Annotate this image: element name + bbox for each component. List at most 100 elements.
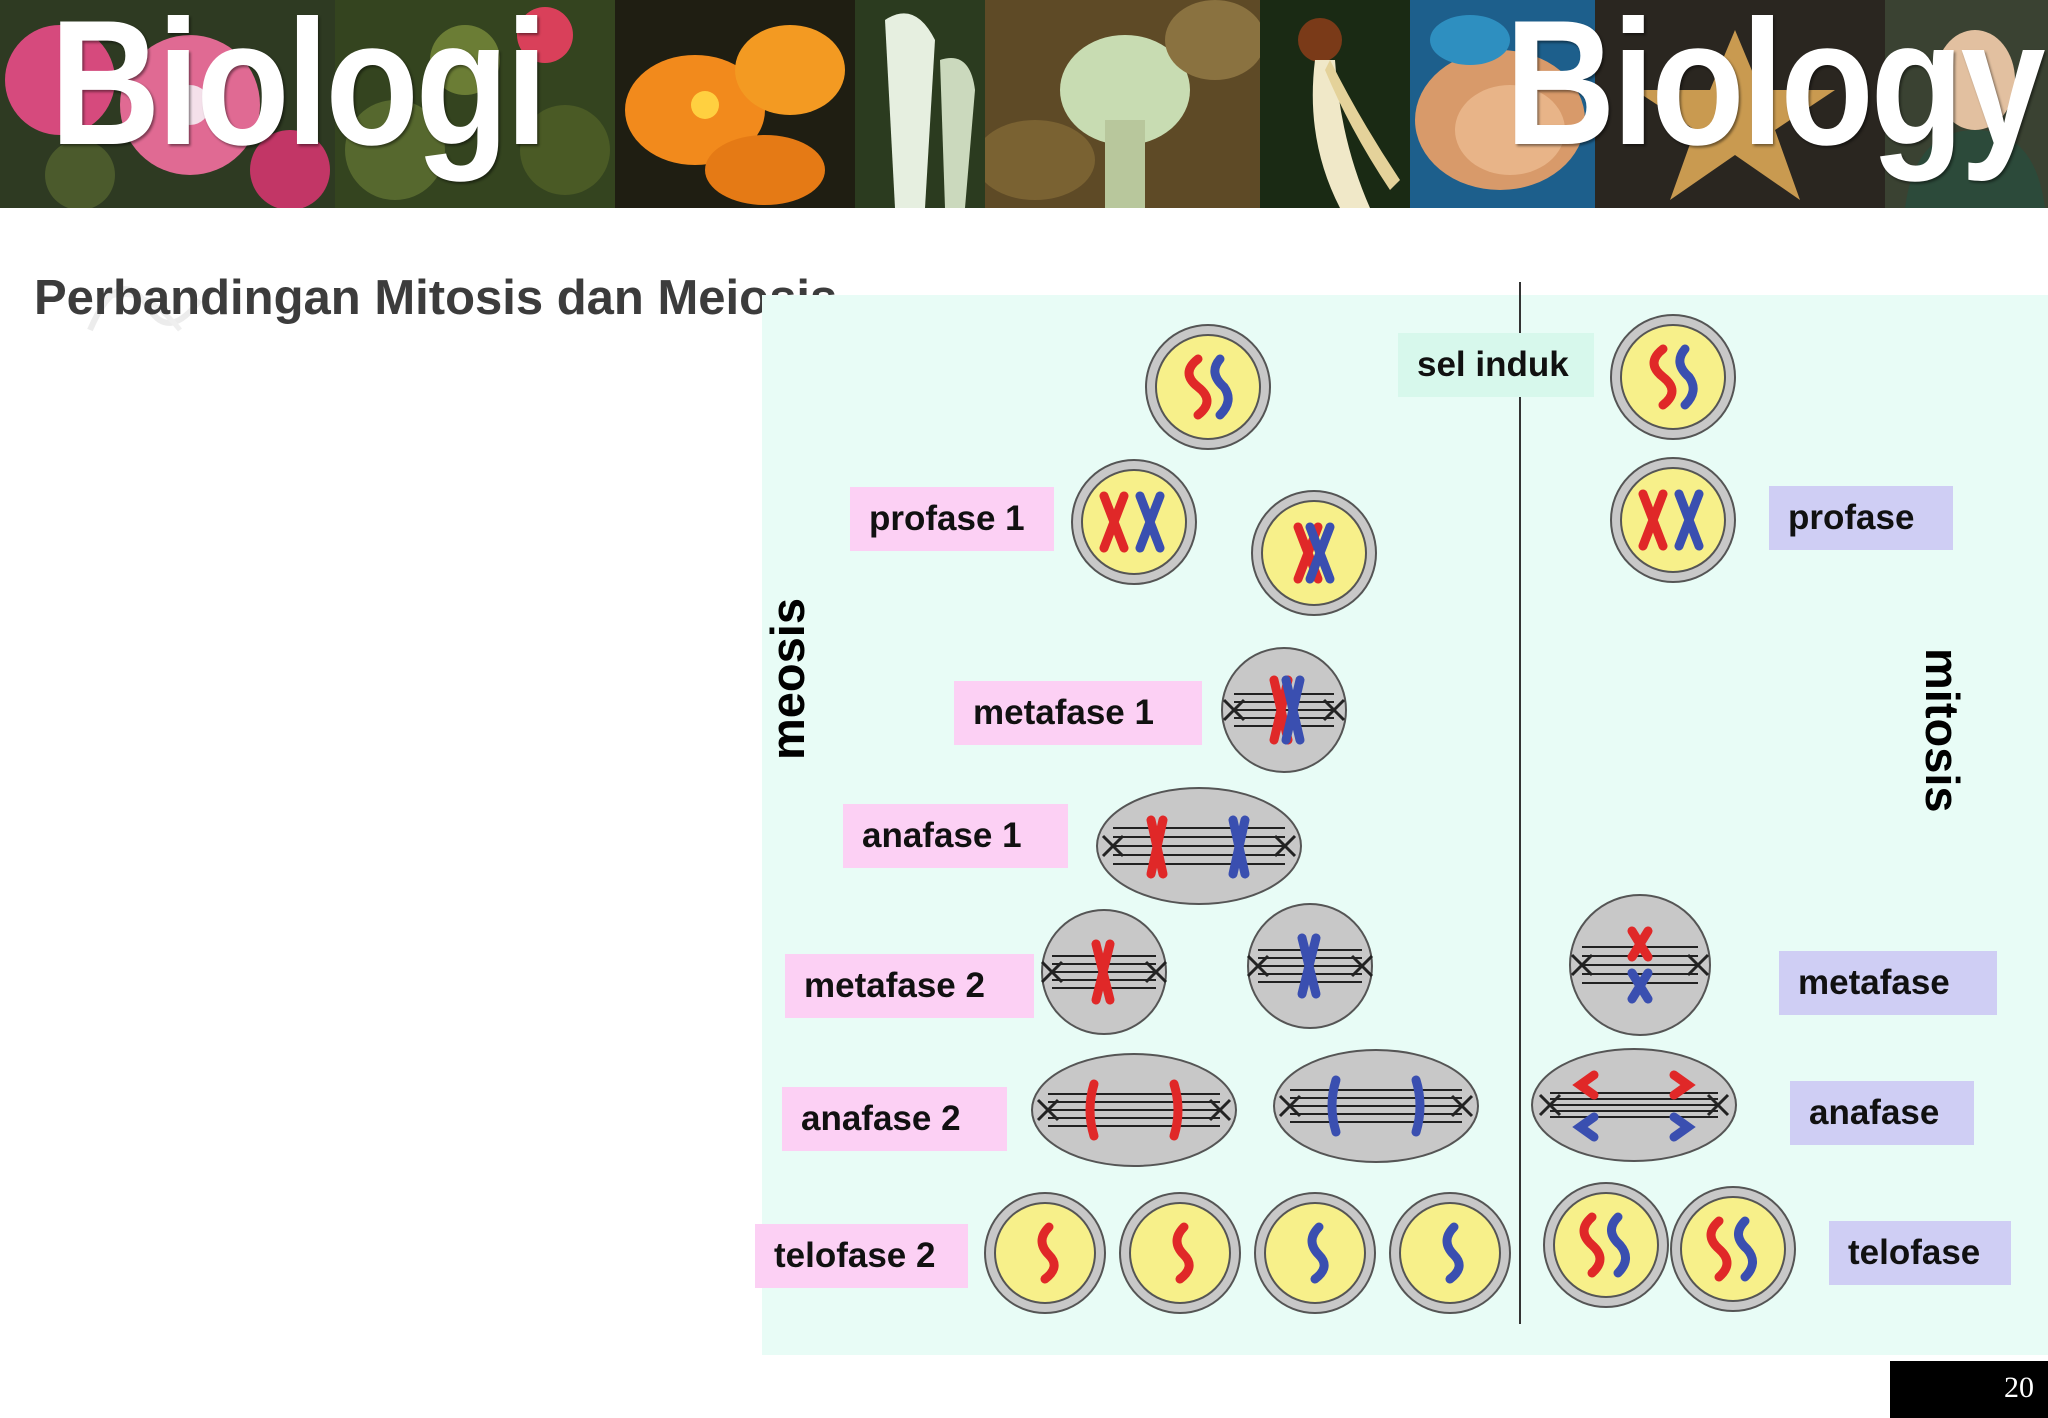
nucleus (1155, 334, 1261, 440)
faint-logo-watermark (87, 286, 203, 332)
centriole (1273, 834, 1297, 858)
label-anafase: anafase (1790, 1081, 1974, 1145)
label-metafase-2: metafase 2 (785, 954, 1034, 1018)
cell-icon (1610, 457, 1736, 583)
chromosome-icon (1627, 968, 1653, 1004)
flower-pink-photo (0, 0, 335, 208)
nucleus (1620, 467, 1726, 573)
chromosome-icon (1184, 354, 1212, 420)
label-profase: profase (1769, 486, 1953, 550)
nucleus (1081, 469, 1187, 575)
centriole (1450, 1094, 1474, 1118)
cell-icon (1273, 1049, 1479, 1163)
chromosome-icon (1146, 815, 1168, 879)
centriole (1040, 960, 1064, 984)
page-number-box: 20 (1890, 1361, 2048, 1418)
cell-icon (1610, 314, 1736, 440)
chromosome-icon (1210, 354, 1233, 420)
cell-icon (984, 1192, 1106, 1314)
centriole (1350, 954, 1374, 978)
cell-icon (1031, 1053, 1237, 1167)
chromosome-icon (1327, 1075, 1341, 1137)
centriole (1322, 698, 1346, 722)
label-profase-1: profase 1 (850, 487, 1054, 551)
chromosome-icon (1228, 815, 1250, 879)
orange-lily-photo (615, 0, 855, 208)
centriole (1222, 698, 1246, 722)
chromosome-icon (1649, 344, 1677, 410)
chromosome-icon (1442, 1222, 1464, 1284)
chromosome-icon (1572, 1112, 1599, 1142)
puffball-photo (985, 0, 1260, 208)
chromosome-icon (1669, 1112, 1696, 1142)
centriole (1538, 1093, 1562, 1117)
cell-icon (1569, 894, 1711, 1036)
label-metafase: metafase (1779, 951, 1997, 1015)
centriole (1246, 954, 1270, 978)
bird-of-paradise-photo (1260, 0, 1410, 208)
chromosome-icon (1627, 926, 1653, 962)
cell-icon (1071, 459, 1197, 585)
centriole (1036, 1098, 1060, 1122)
rose-shrub-photo (335, 0, 615, 208)
nucleus (1553, 1192, 1659, 1298)
chromosome-icon (1607, 1212, 1630, 1278)
portrait-photo (1885, 0, 2048, 208)
chromosome-icon (1706, 1216, 1732, 1282)
cell-icon (1531, 1048, 1737, 1162)
cell-icon (1254, 1192, 1376, 1314)
centriole (1208, 1098, 1232, 1122)
starfish-photo (1595, 0, 1885, 208)
chromosome-icon (1099, 491, 1129, 553)
chromosome-icon (1674, 489, 1704, 551)
nucleus (1680, 1196, 1786, 1302)
centriole (1570, 953, 1594, 977)
label-telofase: telofase (1829, 1221, 2011, 1285)
page-title: Perbandingan Mitosis dan Meiosis (34, 271, 838, 325)
cell-icon (1251, 490, 1377, 616)
label-anafase-2: anafase 2 (782, 1087, 1007, 1151)
page-number: 20 (2004, 1371, 2034, 1404)
side-label-meiosis: meosis (761, 598, 814, 760)
label-metafase-1: metafase 1 (954, 681, 1202, 745)
cell-icon (1221, 647, 1347, 773)
chromosome-icon (1169, 1079, 1183, 1141)
centriole (1278, 1094, 1302, 1118)
chromosome-icon (1307, 1222, 1329, 1284)
cell-icon (1119, 1192, 1241, 1314)
label-sel-induk: sel induk (1398, 333, 1594, 397)
pitcher-plant-photo (855, 0, 985, 208)
chromosome-icon (1172, 1222, 1194, 1284)
chromosome-icon (1281, 675, 1305, 745)
chromosome-icon (1085, 1079, 1099, 1141)
chromosome-icon (1734, 1216, 1757, 1282)
nucleus (1261, 500, 1367, 606)
chromosome-icon (1037, 1222, 1059, 1284)
centriole (1101, 834, 1125, 858)
banner: Biologi Biology (0, 0, 2048, 208)
banner-word-biology: Biology (1505, 0, 2046, 182)
cell-icon (1670, 1186, 1796, 1312)
chromosome-icon (1572, 1070, 1599, 1100)
cell-icon (1246, 903, 1374, 1029)
centriole (1706, 1093, 1730, 1117)
nucleus (1620, 324, 1726, 430)
chromosome-icon (1135, 491, 1165, 553)
chromosome-icon (1305, 522, 1335, 584)
divider-line (1519, 282, 1521, 1324)
cell-icon (1145, 324, 1271, 450)
side-label-mitosis: mitosis (1916, 648, 1969, 813)
label-telofase-2: telofase 2 (755, 1224, 968, 1288)
chromosome-icon (1297, 933, 1321, 999)
chromosome-icon (1638, 489, 1668, 551)
cell-icon (1096, 787, 1302, 905)
coral-photo (1410, 0, 1595, 208)
chromosome-icon (1411, 1075, 1425, 1137)
banner-word-biologi: Biologi (50, 0, 548, 182)
cell-icon (1389, 1192, 1511, 1314)
label-anafase-1: anafase 1 (843, 804, 1068, 868)
centriole (1686, 953, 1710, 977)
chromosome-icon (1675, 344, 1698, 410)
cell-icon (1040, 909, 1168, 1035)
